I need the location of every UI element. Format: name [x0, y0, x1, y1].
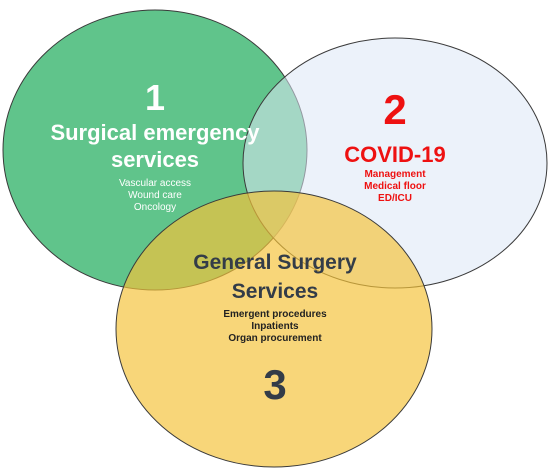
- circle1-title-line1: Surgical emergency: [50, 120, 260, 145]
- circle-general-surgery: [115, 190, 433, 468]
- circle1-title-line2: services: [110, 147, 200, 172]
- circle2-number: 2: [383, 86, 407, 133]
- circle3-title-line1: General Surgery: [193, 251, 357, 274]
- circle1-number: 1: [144, 77, 166, 118]
- circle2-item-medical-floor: Medical floor: [364, 181, 426, 192]
- circle3-title-line2: Services: [231, 280, 319, 303]
- circle3-item-inpatients: Inpatients: [251, 321, 299, 332]
- circle3-item-organ-procurement: Organ procurement: [228, 333, 322, 344]
- circle3-item-emergent-procedures: Emergent procedures: [223, 309, 327, 320]
- circle2-item-ed-icu: ED/ICU: [378, 193, 412, 204]
- circle3-number: 3: [263, 361, 287, 408]
- circle1-item-wound-care: Wound care: [128, 190, 182, 201]
- circle1-item-oncology: Oncology: [133, 202, 177, 213]
- circle1-item-vascular-access: Vascular access: [118, 178, 192, 189]
- circle2-title: COVID-19: [344, 142, 446, 167]
- circle2-item-management: Management: [364, 169, 426, 180]
